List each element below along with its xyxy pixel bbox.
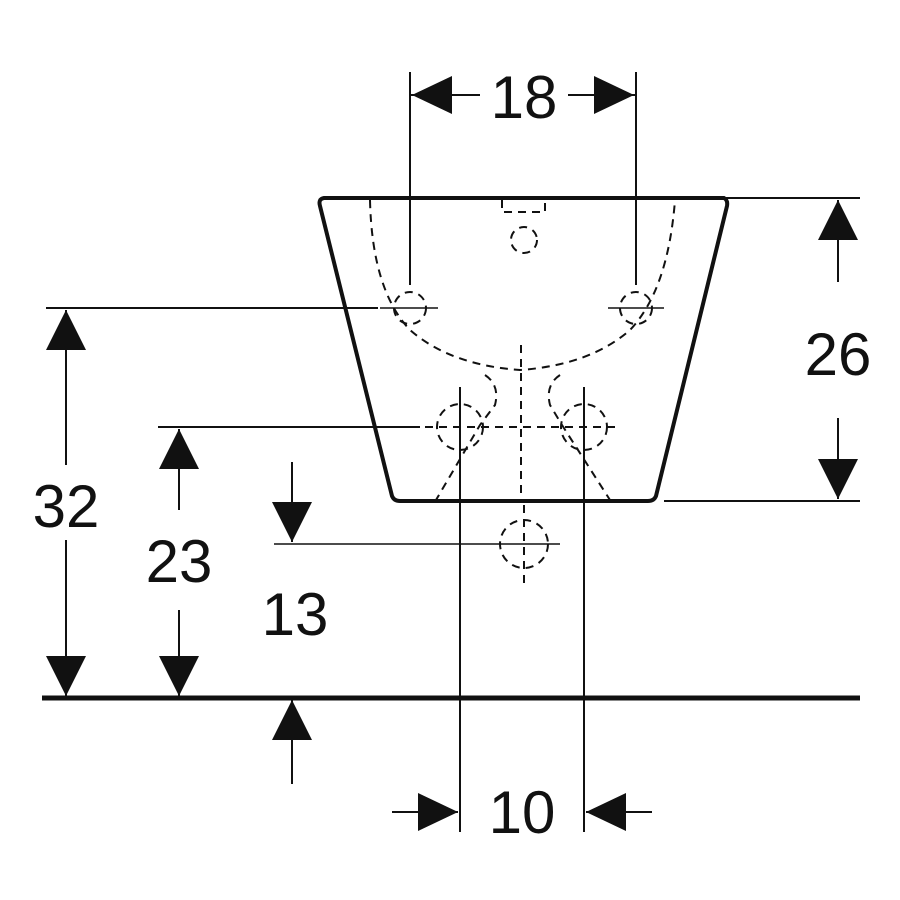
arrow-26-down	[818, 459, 858, 499]
dim-label-23: 23	[146, 528, 213, 595]
arrow-10-right	[586, 793, 626, 831]
dim-label-32: 32	[33, 473, 100, 540]
outlet-right-dashed	[547, 374, 611, 501]
bowl-inner-dashed	[369, 199, 676, 372]
arrow-18-right	[594, 76, 634, 114]
outlet-left-dashed	[435, 374, 498, 501]
arrow-10-left	[418, 793, 458, 831]
dim-label-10: 10	[489, 779, 556, 846]
dim-label-26: 26	[805, 321, 872, 388]
dim-label-18: 18	[491, 64, 558, 131]
arrow-13-up	[272, 700, 312, 740]
arrow-32-down	[46, 656, 86, 696]
arrow-23-down	[159, 656, 199, 696]
tap-slot-dashed	[501, 200, 546, 213]
arrow-26-up	[818, 200, 858, 240]
arrow-23-up	[159, 429, 199, 469]
tap-hole-dashed	[510, 226, 538, 254]
arrow-13-down	[272, 502, 312, 542]
bidet-outline	[317, 196, 730, 503]
arrow-32-up	[46, 310, 86, 350]
dim-label-13: 13	[262, 581, 329, 648]
arrow-18-left	[412, 76, 452, 114]
